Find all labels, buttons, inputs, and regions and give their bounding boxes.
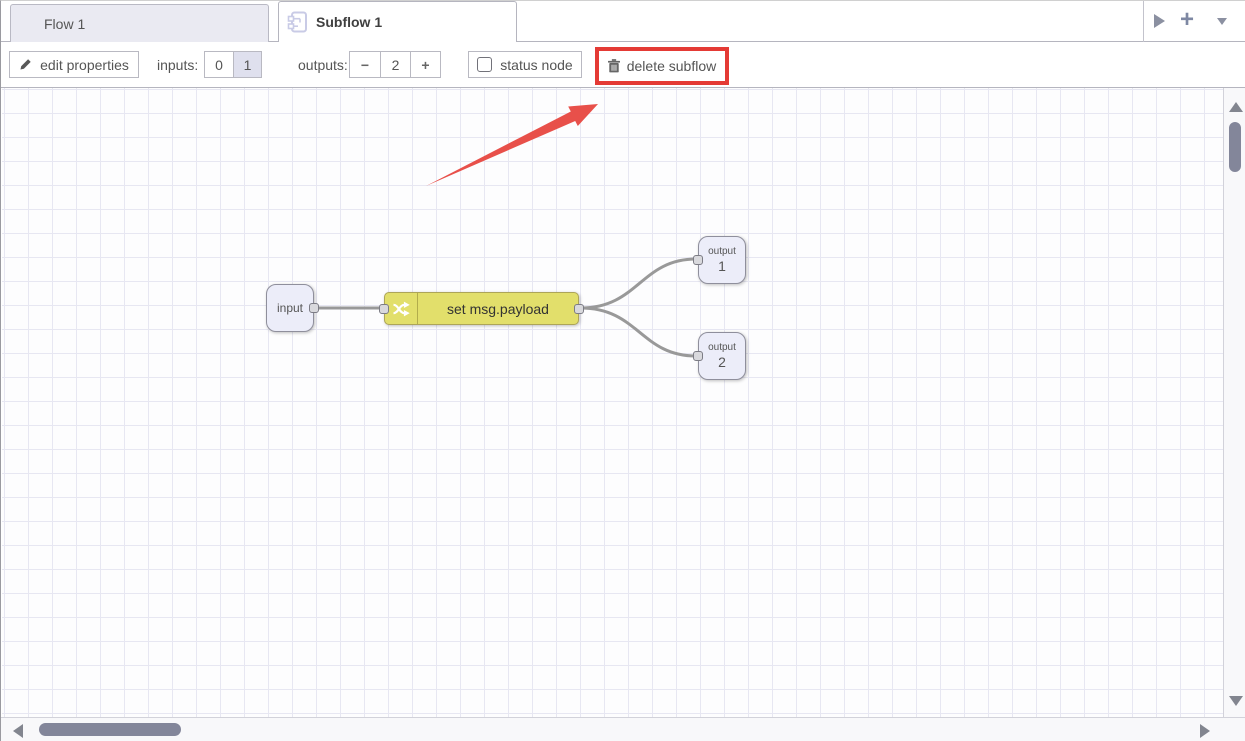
inputs-toggle-group: 0 1 xyxy=(204,51,262,78)
status-node-checkbox[interactable] xyxy=(477,57,493,72)
node-change-label: set msg.payload xyxy=(447,300,549,317)
node-subflow-output-2[interactable]: output 2 xyxy=(693,332,746,380)
subflow-toolbar: edit properties inputs: 0 1 outputs: − 2… xyxy=(1,42,1245,88)
red-annotation-arrow xyxy=(426,104,598,186)
scroll-down-icon[interactable] xyxy=(1229,696,1243,706)
scroll-right-icon[interactable] xyxy=(1200,724,1210,738)
outputs-plus-button[interactable]: + xyxy=(410,52,440,77)
node-output1-number: 1 xyxy=(718,258,726,274)
flow-list-chevron-down-icon[interactable] xyxy=(1217,18,1227,25)
node-input-label: input xyxy=(276,301,304,315)
status-node-label: status node xyxy=(500,56,573,73)
inputs-option-0-button[interactable]: 0 xyxy=(205,52,233,77)
shuffle-icon xyxy=(385,293,418,324)
node-change[interactable]: set msg.payload xyxy=(379,292,584,325)
node-input-output-port[interactable] xyxy=(309,303,319,313)
outputs-value: 2 xyxy=(380,52,410,77)
tab-scroll-right-icon[interactable] xyxy=(1154,14,1165,28)
node-output2-input-port[interactable] xyxy=(693,351,703,361)
scroll-up-icon[interactable] xyxy=(1229,102,1243,112)
edit-properties-label: edit properties xyxy=(40,56,129,73)
tab-flow-1-label: Flow 1 xyxy=(44,15,86,32)
node-output1-input-port[interactable] xyxy=(693,255,703,265)
delete-subflow-button[interactable]: delete subflow xyxy=(595,47,729,85)
status-node-button[interactable]: status node xyxy=(468,51,582,78)
flow-canvas[interactable]: input set msg.payload output 1 xyxy=(2,88,1223,717)
edit-properties-button[interactable]: edit properties xyxy=(9,51,139,78)
add-flow-icon[interactable]: + xyxy=(1180,6,1195,33)
wire-layer xyxy=(316,104,698,358)
horizontal-scrollbar-thumb[interactable] xyxy=(39,723,181,736)
tab-subflow-1[interactable]: Subflow 1 xyxy=(278,1,517,42)
wire-change-to-output1[interactable] xyxy=(579,257,698,310)
node-change-input-port[interactable] xyxy=(379,303,389,314)
outputs-label: outputs: xyxy=(298,57,348,73)
wire-change-to-output2[interactable] xyxy=(579,306,698,358)
vertical-scrollbar-thumb[interactable] xyxy=(1229,122,1241,172)
tab-flow-1[interactable]: Flow 1 xyxy=(10,4,269,42)
inputs-option-1-button[interactable]: 1 xyxy=(233,52,261,77)
tabbar-separator xyxy=(1143,1,1144,42)
vertical-scrollbar[interactable] xyxy=(1223,88,1245,717)
horizontal-scrollbar[interactable] xyxy=(1,717,1245,741)
node-output2-number: 2 xyxy=(718,354,726,370)
outputs-minus-button[interactable]: − xyxy=(350,52,380,77)
node-output1-label: output xyxy=(708,246,736,257)
tab-bar: Flow 1 Subflow 1 + xyxy=(1,1,1245,42)
tab-subflow-1-label: Subflow 1 xyxy=(316,14,383,30)
scroll-left-icon[interactable] xyxy=(13,724,23,738)
subflow-icon xyxy=(287,10,308,34)
trash-icon xyxy=(607,59,620,73)
node-subflow-input[interactable]: input xyxy=(266,284,319,332)
pencil-icon xyxy=(19,58,32,71)
node-output2-label: output xyxy=(708,342,736,353)
node-subflow-output-1[interactable]: output 1 xyxy=(693,236,746,284)
outputs-spinner-group: − 2 + xyxy=(349,51,441,78)
inputs-label: inputs: xyxy=(157,57,199,73)
node-change-output-port[interactable] xyxy=(574,303,584,314)
delete-subflow-label: delete subflow xyxy=(626,58,717,74)
